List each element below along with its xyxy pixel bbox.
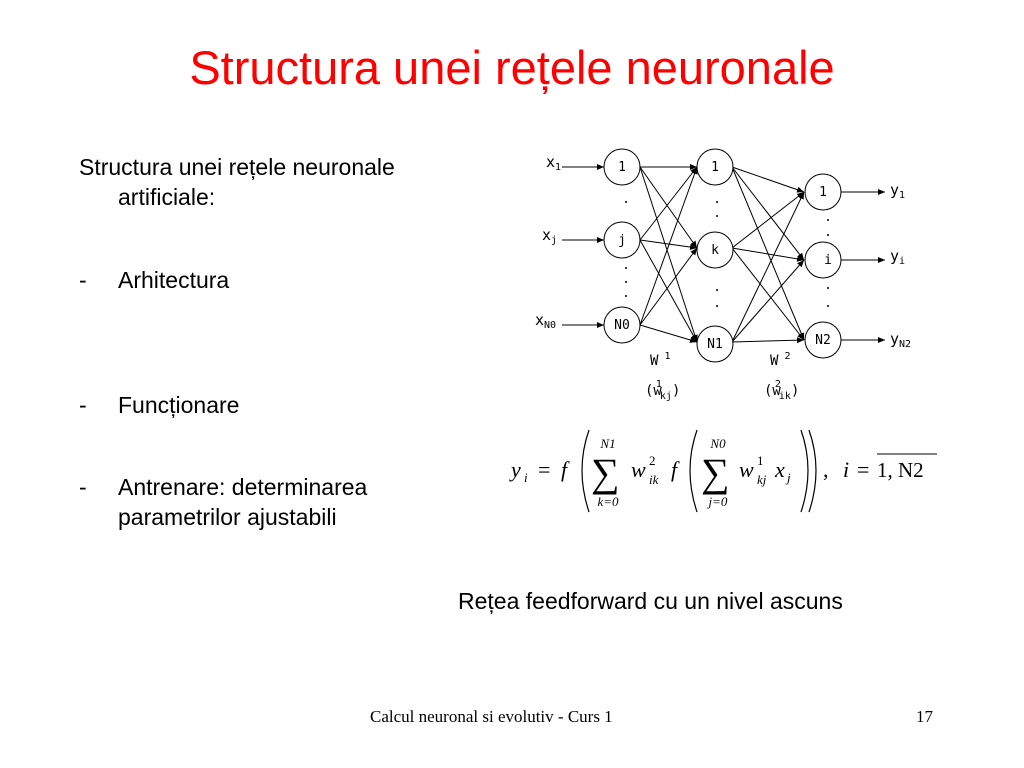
intro-text: Structura unei rețele neuronale artifici… (79, 152, 395, 212)
input-node-label: N0 (614, 318, 630, 333)
formula-f2: f (671, 457, 680, 482)
output-node-1 (804, 173, 842, 211)
connections (562, 164, 885, 344)
intro-line-2: artificiale: (118, 184, 216, 210)
output-yN2-label: yN2 (890, 330, 911, 350)
formula-range: 1, N2 (877, 458, 924, 482)
output-node-label: i (824, 253, 832, 268)
diagram-caption: Rețea feedforward cu un nivel ascuns (458, 588, 843, 614)
ellipsis-dots (625, 201, 829, 307)
output-yi-label: yi (890, 247, 905, 267)
output-node-N2 (804, 321, 842, 359)
intro-line-1: Structura unei rețele neuronale (79, 154, 395, 180)
formula-x-sub: j (785, 470, 791, 485)
sum-icon: ∑ (701, 450, 730, 495)
formula-eq: = (538, 457, 550, 482)
network-diagram: 1 j N0 1 k N1 1 i N2 x1 xj xN0 y1 yi yN2… (535, 148, 911, 402)
hidden-node-N1 (696, 325, 734, 363)
bullet-dash: - (79, 392, 87, 418)
slide-title: Structura unei rețele neuronale (189, 41, 835, 94)
bullet-text-cont: parametrilor ajustabili (118, 504, 337, 530)
output-node-label: N2 (815, 333, 831, 348)
hidden-node-1 (696, 148, 734, 186)
input-node-label: j (618, 233, 626, 248)
hidden-node-label: 1 (711, 160, 719, 175)
input-node-j (603, 221, 641, 259)
formula-eq2: = (857, 457, 869, 482)
input-xN0-label: xN0 (535, 311, 556, 331)
bullet-text: Arhitectura (118, 267, 230, 293)
sum2-upper: N0 (709, 436, 726, 451)
formula-w1-sup: 1 (757, 453, 764, 468)
input-node-N0 (603, 306, 641, 344)
formula-comma: , (823, 457, 829, 482)
sum1-upper: N1 (599, 436, 615, 451)
output-y1-label: y1 (890, 181, 905, 201)
formula-w2: w (631, 457, 646, 482)
output-node-label: 1 (819, 185, 827, 200)
input-xj-label: xj (542, 226, 557, 246)
input-node-1 (603, 148, 641, 186)
bullet-text: Antrenare: determinarea (118, 474, 368, 500)
network-formula: y i f w 2 ik f w 1 kj x j i = , = 1, N2 … (509, 429, 937, 513)
bullet-dash: - (79, 474, 87, 500)
formula-y: y (509, 457, 521, 482)
formula-x: x (774, 457, 785, 482)
hidden-node-k (696, 231, 734, 269)
output-node-i (804, 241, 842, 279)
input-x1-label: x1 (546, 153, 561, 173)
sum-icon: ∑ (591, 450, 620, 495)
page-number: 17 (916, 707, 933, 726)
hidden-node-label: N1 (707, 337, 723, 352)
formula-w2-sub: ik (649, 472, 659, 487)
formula-f: f (561, 457, 570, 482)
formula-w2-sup: 2 (649, 453, 656, 468)
formula-w1-sub: kj (757, 472, 767, 487)
formula-i: i (843, 457, 849, 482)
footer-text: Calcul neuronal si evolutiv - Curs 1 (370, 707, 613, 726)
bullet-dash: - (79, 267, 87, 293)
bullet-text: Funcționare (118, 392, 240, 418)
sum1-lower: k=0 (597, 494, 619, 509)
hidden-node-label: k (711, 243, 719, 258)
formula-parentheses (581, 429, 817, 513)
input-node-label: 1 (618, 160, 626, 175)
sum2-lower: j=0 (707, 494, 728, 509)
formula-y-sub: i (524, 470, 528, 485)
formula-w1: w (739, 457, 754, 482)
